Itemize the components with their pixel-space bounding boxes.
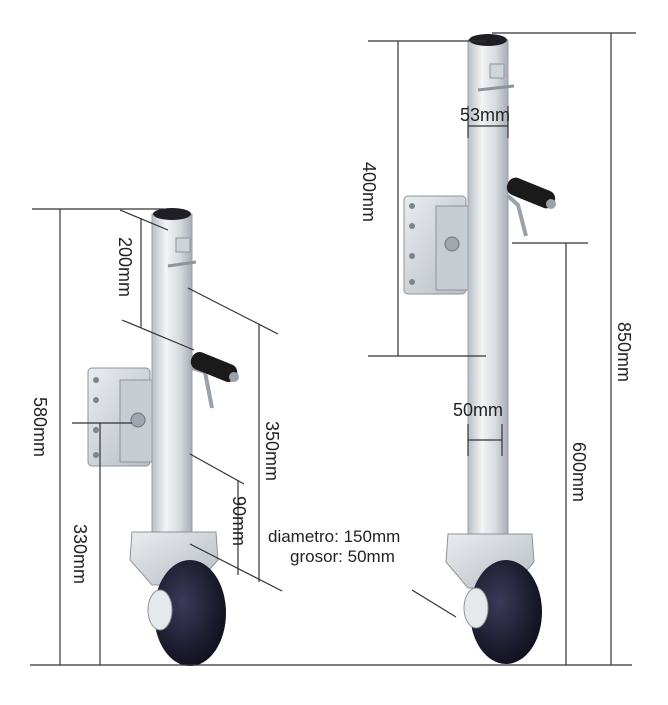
dimension-lines: [30, 32, 636, 666]
wheel-thickness-text: grosor: 50mm: [290, 547, 395, 566]
left-tube-cap: [153, 208, 191, 220]
label-50mm: 50mm: [453, 400, 504, 420]
left-jack: [87, 208, 239, 666]
label-330mm: 330mm: [70, 524, 90, 585]
left-wheel: [154, 560, 226, 666]
dim-350-bottom: [189, 543, 283, 592]
dim-350-top: [187, 287, 279, 335]
label-400mm: 400mm: [359, 162, 379, 223]
right-handle-grip: [506, 177, 556, 209]
label-600mm: 600mm: [569, 442, 589, 503]
wheel-diameter-text: diametro: 150mm: [268, 527, 401, 546]
left-handle-grip: [190, 352, 238, 382]
label-90mm: 90mm: [229, 495, 249, 546]
dim-200-bottom: [121, 319, 195, 351]
right-jack: [403, 34, 556, 664]
right-tube-cap: [469, 34, 507, 46]
wheel-spec-leader: [411, 589, 457, 618]
label-580mm: 580mm: [30, 397, 50, 458]
label-350mm: 350mm: [262, 421, 282, 482]
right-wheel: [470, 560, 542, 664]
label-53mm: 53mm: [460, 105, 511, 125]
right-handle-arm: [506, 194, 528, 237]
dim-90-top: [189, 453, 245, 485]
dim-200-top: [119, 209, 169, 231]
label-850mm: 850mm: [614, 322, 634, 383]
label-200mm: 200mm: [115, 237, 135, 298]
